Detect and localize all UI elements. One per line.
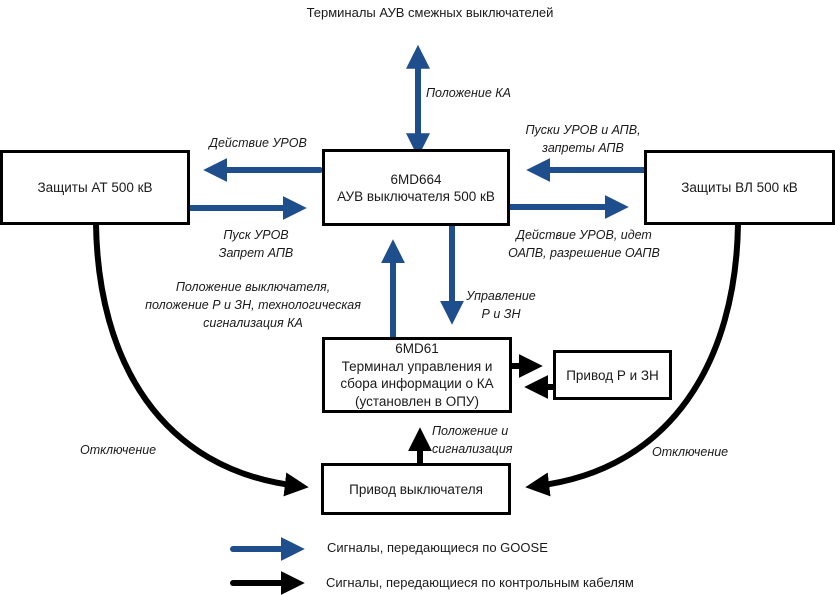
status-label: Положение выключателя, положение Р и ЗН,… [128, 278, 378, 332]
status-line2: положение Р и ЗН, технологическая [145, 298, 361, 312]
status-line1: Положение выключателя, [175, 280, 331, 294]
control-line1: Управление [466, 289, 536, 303]
arrow-trip-right [525, 221, 741, 497]
ka-position-label: Положение КА [426, 86, 511, 100]
legend-goose-text: Сигналы, передающиеся по GOOSE [327, 540, 548, 555]
vl-in-line1: Пуски УРОВ и АПВ, [525, 123, 641, 137]
terminal-block: 6MD61 Терминал управления и сбора информ… [322, 337, 512, 413]
drive-position-line2: сигнализация [432, 442, 513, 456]
disconnector-drive-block: Привод Р и ЗН [553, 350, 672, 400]
arrow-trip-left [93, 221, 309, 497]
control-label: Управление Р и ЗН [456, 287, 546, 323]
vl-out-line2: ОАПВ, разрешение ОАПВ [508, 246, 660, 260]
drive-position-label: Положение и сигнализация [432, 422, 542, 458]
vl-protection-block: Защиты ВЛ 500 кВ [644, 150, 835, 225]
auv-model: 6MD664 [390, 171, 442, 187]
adjacent-terminals-label: Терминалы АУВ смежных выключателей [306, 5, 554, 20]
disconnector-drive-label: Привод Р и ЗН [566, 367, 659, 383]
trip-left-label: Отключение [80, 443, 157, 457]
auv-name: АУВ выключателя 500 кВ [337, 188, 495, 204]
terminal-line2: сбора информации о КА [340, 376, 494, 391]
terminal-line3: (установлен в ОПУ) [355, 393, 479, 409]
vl-in-line2: запреты АПВ [542, 141, 624, 155]
terminal-model: 6MD61 [395, 341, 439, 356]
vl-in-label: Пуски УРОВ и АПВ, запреты АПВ [508, 121, 658, 157]
drive-position-line1: Положение и [432, 424, 509, 438]
terminal-line1: Терминал управления и [341, 358, 493, 374]
legend-cable-text: Сигналы, передающиеся по контрольным каб… [326, 575, 634, 590]
at-protection-label: Защиты АТ 500 кВ [37, 180, 153, 195]
vl-protection-label: Защиты ВЛ 500 кВ [681, 180, 798, 195]
at-protection-block: Защиты АТ 500 кВ [0, 150, 190, 225]
urov-start-line2: Запрет АПВ [218, 246, 294, 260]
auv-block: 6MD664 АУВ выключателя 500 кВ [322, 149, 510, 226]
urov-start-line1: Пуск УРОВ [223, 228, 289, 242]
urov-start-label: Пуск УРОВ Запрет АПВ [196, 226, 316, 262]
vl-out-line1: Действие УРОВ, идет [516, 228, 652, 242]
trip-right-label: Отключение [652, 445, 729, 459]
vl-out-label: Действие УРОВ, идет ОАПВ, разрешение ОАП… [492, 226, 676, 262]
breaker-drive-label: Привод выключателя [349, 481, 483, 497]
breaker-drive-block: Привод выключателя [321, 463, 511, 515]
status-line3: сигнализация КА [203, 316, 303, 330]
control-line2: Р и ЗН [481, 307, 521, 321]
urov-action-label: Действие УРОВ [209, 136, 307, 150]
